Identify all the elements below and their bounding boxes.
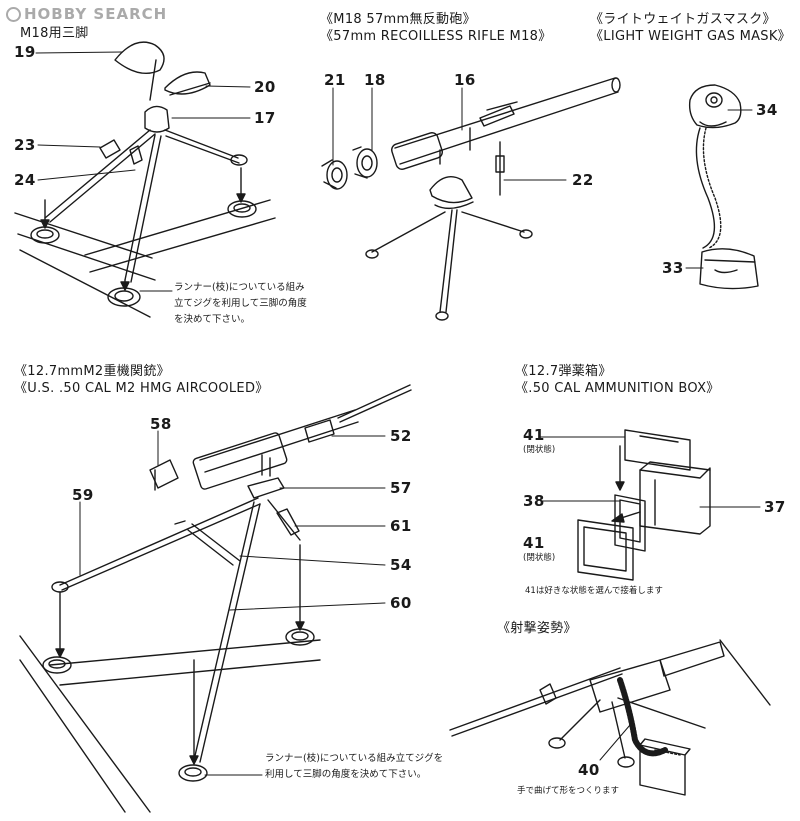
bend-belt-note: 手で曲げて形をつくります	[517, 786, 620, 796]
hmg-tripod-legs	[51, 497, 301, 763]
part-23: 23	[14, 136, 36, 154]
rifle-mount-and-tripod	[365, 141, 533, 321]
part-41-upper: 41	[523, 426, 545, 444]
part-60: 60	[390, 594, 412, 612]
part-17: 17	[254, 109, 276, 127]
rifle-breech-parts	[321, 146, 378, 190]
gas-mask-hose	[695, 127, 722, 249]
gas-mask-canister-bag	[699, 248, 759, 290]
rifle-barrel	[391, 77, 621, 170]
tripod-leaders	[35, 51, 251, 292]
part-57: 57	[390, 479, 412, 497]
hmg-gun	[149, 384, 412, 499]
part-21: 21	[324, 71, 346, 89]
rifle-leaders	[332, 87, 567, 181]
part-61: 61	[390, 517, 412, 535]
firing-title: 《射撃姿勢》	[497, 621, 577, 636]
part-19: 19	[14, 43, 36, 61]
gas-mask-assembly	[685, 84, 759, 290]
firing-leader	[599, 724, 631, 761]
tripod-jig-runner	[14, 199, 276, 318]
ammo-choice-note: 41は好きな状態を選んで接着します	[525, 586, 663, 596]
ammo-arrows	[611, 445, 641, 523]
mask-title-en: 《LIGHT WEIGHT GAS MASK》	[590, 29, 791, 44]
ammo-lid-lower	[577, 519, 634, 581]
hmg-leaders	[79, 430, 386, 776]
hmg-jig-runner	[19, 628, 321, 813]
tripod-legs	[44, 129, 248, 283]
closed-state-label-upper: (閉状態)	[523, 445, 556, 455]
mask-title-jp: 《ライトウェイトガスマスク》	[590, 12, 776, 27]
part-59: 59	[72, 486, 94, 504]
part-38: 38	[523, 492, 545, 510]
firing-position-illustration	[449, 639, 771, 796]
gas-mask-leaders	[685, 109, 753, 269]
hmg-title-jp: 《12.7mmM2重機関銃》	[14, 364, 170, 379]
part-34: 34	[756, 101, 778, 119]
ammo-lid-upper	[624, 429, 691, 471]
hmg-assembly	[19, 384, 412, 813]
part-16: 16	[454, 71, 476, 89]
closed-state-label-lower: (閉状態)	[523, 553, 556, 563]
part-24: 24	[14, 171, 36, 189]
hmg-jig-note: ランナー(枝)についている組み立てジグを利用して三脚の角度を決めて下さい。	[265, 753, 444, 780]
ammo-gasket	[614, 494, 646, 552]
ammo-box-assembly	[539, 429, 761, 581]
tripod-jig-note: ランナー(枝)についている組み立てジグを利用して三脚の角度を決めて下さい。	[174, 282, 307, 325]
rifle-title-en: 《57mm RECOILLESS RIFLE M18》	[320, 29, 552, 44]
tripod-title: M18用三脚	[20, 26, 89, 41]
part-40: 40	[578, 761, 600, 779]
watermark-text: HOBBY SEARCH	[24, 5, 168, 23]
part-58: 58	[150, 415, 172, 433]
part-20: 20	[254, 78, 276, 96]
ammo-title-en: 《.50 CAL AMMUNITION BOX》	[515, 381, 720, 396]
watermark-logo-icon	[6, 6, 21, 22]
tripod-head	[114, 41, 211, 133]
part-54: 54	[390, 556, 412, 574]
ammo-title-jp: 《12.7弾薬箱》	[515, 364, 612, 379]
part-41-lower: 41	[523, 534, 545, 552]
rifle-assembly	[321, 77, 621, 321]
tripod-assembly	[14, 41, 276, 318]
ammo-leaders	[539, 436, 761, 508]
part-22: 22	[572, 171, 594, 189]
part-52: 52	[390, 427, 412, 445]
hmg-title-en: 《U.S. .50 CAL M2 HMG AIRCOOLED》	[14, 381, 269, 396]
ammo-box-body	[639, 461, 711, 535]
tripod-arrows	[40, 167, 246, 291]
hmg-arrows	[55, 544, 305, 765]
part-18: 18	[364, 71, 386, 89]
watermark: HOBBY SEARCH	[6, 5, 167, 23]
gas-mask-face	[688, 84, 742, 129]
part-37: 37	[764, 498, 786, 516]
rifle-title-jp: 《M18 57mm無反動砲》	[320, 12, 476, 27]
part-33: 33	[662, 259, 684, 277]
